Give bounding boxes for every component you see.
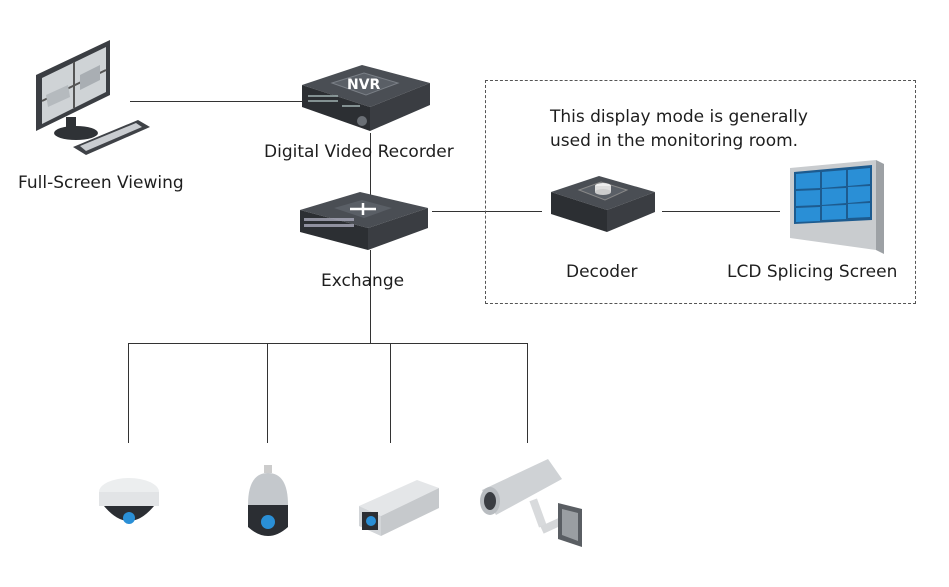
camera-bus — [128, 343, 528, 344]
dome-camera-icon — [96, 470, 162, 536]
pc-label: Full-Screen Viewing — [18, 173, 184, 193]
note-line-1: This display mode is generally — [550, 107, 808, 127]
note-line-2: used in the monitoring room. — [550, 131, 799, 151]
monitor-keyboard-icon — [28, 35, 158, 160]
ptz-camera-icon — [243, 465, 293, 545]
video-wall-icon — [790, 158, 886, 258]
nvr-badge: NVR — [347, 77, 381, 93]
switch-label: Exchange — [321, 271, 405, 291]
network-switch-icon — [300, 188, 430, 253]
link-switch-decoder — [432, 211, 542, 212]
decoder-device-icon — [549, 170, 659, 235]
drop-camera-2 — [267, 343, 268, 443]
drop-camera-4 — [527, 343, 528, 443]
lcd-label: LCD Splicing Screen — [727, 262, 898, 282]
link-switch-bus — [370, 250, 371, 343]
monitoring-room-region — [485, 80, 916, 304]
link-nvr-switch — [370, 133, 371, 198]
nvr-label: Digital Video Recorder — [264, 142, 454, 162]
decoder-label: Decoder — [566, 262, 638, 282]
box-camera-icon — [355, 474, 441, 538]
drop-camera-1 — [128, 343, 129, 443]
link-decoder-lcd — [662, 211, 780, 212]
drop-camera-3 — [390, 343, 391, 443]
link-pc-nvr — [130, 101, 305, 102]
nvr-device-icon — [302, 55, 432, 135]
bullet-camera-icon — [478, 455, 588, 550]
